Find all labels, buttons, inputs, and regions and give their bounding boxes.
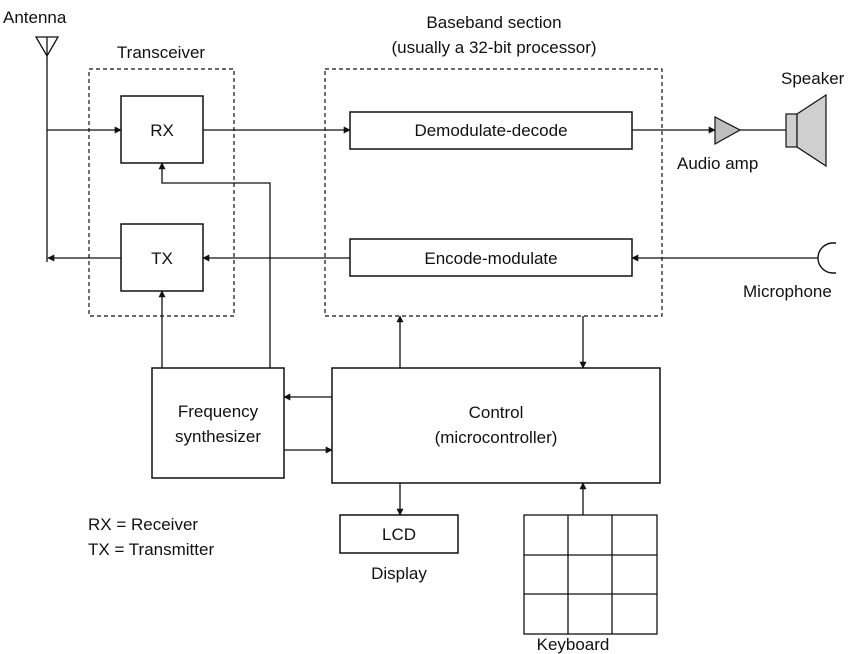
audio-amp-label: Audio amp [677,154,758,173]
control-block [331,367,661,484]
antenna-icon [34,36,60,262]
frequency-synthesizer-block [151,367,285,479]
legend-tx: TX = Transmitter [88,540,214,559]
keyboard-label: Keyboard [537,635,610,654]
signal-connections [47,126,818,516]
lcd-label: LCD [382,525,416,544]
baseband-group [324,68,663,317]
rx-label: RX [150,121,174,140]
microphone-icon [817,242,836,274]
encode-modulate-label: Encode-modulate [424,249,557,268]
demodulate-decode-label: Demodulate-decode [414,121,567,140]
transceiver-label: Transceiver [117,43,206,62]
control-line1: Control [469,403,524,422]
antenna-label: Antenna [3,8,67,27]
keyboard-grid [523,514,658,635]
encode-modulate-block [349,238,633,277]
baseband-subtitle: (usually a 32-bit processor) [391,38,596,57]
legend-rx: RX = Receiver [88,515,198,534]
speaker-label: Speaker [781,69,845,88]
control-line2: (microcontroller) [435,428,558,447]
frequency-synthesizer-line2: synthesizer [175,427,261,446]
baseband-title: Baseband section [426,13,561,32]
demodulate-decode-block [349,111,633,150]
lcd-block [339,514,459,554]
microphone-label: Microphone [743,282,832,301]
tx-label: TX [151,249,173,268]
speaker-icon [785,93,827,168]
display-label: Display [371,564,427,583]
audio-amp-icon [714,116,742,146]
frequency-synthesizer-line1: Frequency [178,402,259,421]
